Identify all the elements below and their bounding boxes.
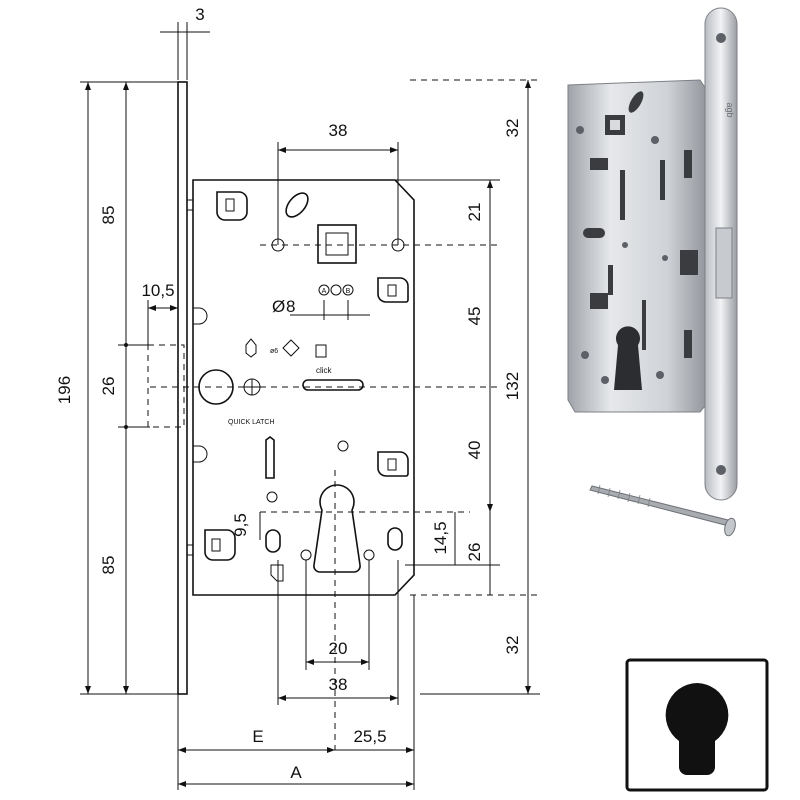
hand-mark-b: B xyxy=(346,288,351,295)
dim-latch-to-cylinder: 40 xyxy=(465,441,484,460)
dim-cylinder-right-offset: 14,5 xyxy=(431,521,450,554)
dim-middle-segment: 26 xyxy=(99,377,118,396)
dim-overall-width: A xyxy=(290,763,302,782)
dim-bottom-offset: 32 xyxy=(503,636,522,655)
dim-cylinder-to-bottom: 26 xyxy=(465,543,484,562)
right-dimensions xyxy=(259,80,540,695)
lock-photo: agb xyxy=(567,7,738,501)
dim-case-top-to-spindle: 21 xyxy=(465,203,484,222)
dim-top-offset: 32 xyxy=(503,119,522,138)
dim-cylinder-width: 20 xyxy=(329,639,348,658)
dim-case-right: 25,5 xyxy=(353,727,386,746)
euro-cylinder-keyhole-icon xyxy=(625,658,769,792)
dim-cylinder-hole-spacing: 38 xyxy=(329,675,348,694)
spindle xyxy=(271,192,405,296)
dim-case-height: 132 xyxy=(503,372,522,400)
screw-photo xyxy=(589,484,736,537)
click-label: click xyxy=(316,366,333,375)
dim-upper-faceplate: 85 xyxy=(99,206,118,225)
case-holes xyxy=(265,436,403,582)
bottom-dimensions xyxy=(177,560,415,790)
dim-latch-offset: 10,5 xyxy=(141,281,174,300)
quick-latch-mechanism xyxy=(198,338,364,405)
dim-spindle-to-latch: 45 xyxy=(465,307,484,326)
left-dimensions xyxy=(80,22,210,695)
dim-backset: E xyxy=(252,727,263,746)
dim-total-height: 196 xyxy=(55,376,74,404)
photo-brand-mark: agb xyxy=(725,102,735,117)
top-dimensions xyxy=(277,142,399,320)
dim-hole-diameter: 8 xyxy=(286,297,295,316)
dim-lower-faceplate: 85 xyxy=(99,556,118,575)
dim-cylinder-left-offset: 9,5 xyxy=(231,513,250,537)
mounting-slots xyxy=(192,191,409,561)
arrowheads xyxy=(85,80,531,787)
dim-faceplate-thickness: 3 xyxy=(195,5,204,24)
diameter-small-label: ø6 xyxy=(270,348,278,355)
hand-mark-a: A xyxy=(322,288,327,295)
dim-diameter-symbol: Ø xyxy=(272,297,285,316)
faceplate xyxy=(177,81,194,695)
quick-latch-label: QUICK LATCH xyxy=(228,419,275,426)
dim-spindle-spacing: 38 xyxy=(329,121,348,140)
cylinder-cutout xyxy=(313,484,361,573)
center-lines xyxy=(150,79,540,750)
